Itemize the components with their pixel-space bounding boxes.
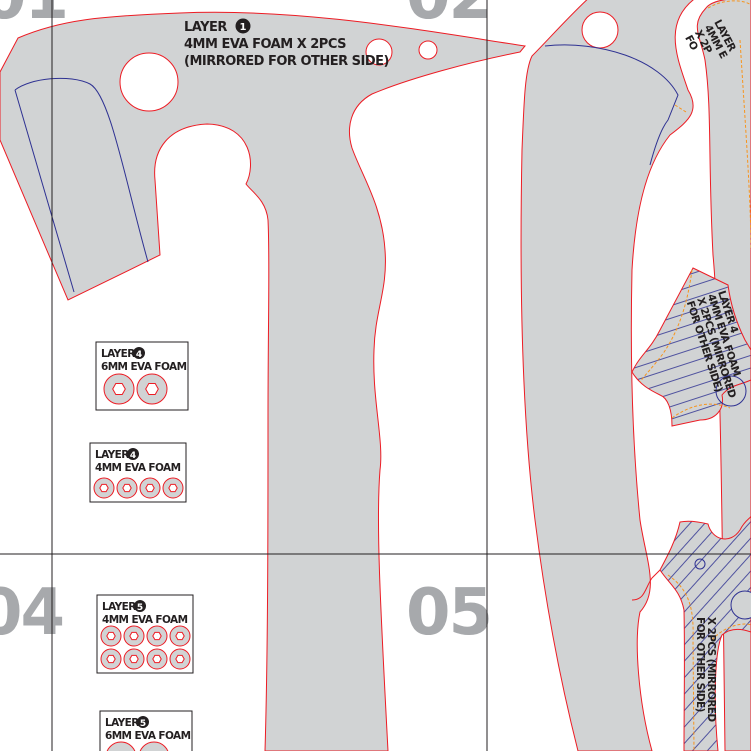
layer-badge bbox=[235, 18, 251, 34]
dashed-line bbox=[674, 104, 687, 113]
layer-badge bbox=[137, 716, 149, 728]
box-layer: LAYER bbox=[95, 449, 129, 461]
layer-badge-number: 4 bbox=[130, 451, 136, 461]
hex-hole bbox=[112, 383, 126, 395]
dashed-line bbox=[639, 269, 731, 419]
bevel-line bbox=[14, 77, 149, 263]
hex-hole bbox=[122, 483, 132, 493]
box-layer: LAYER bbox=[105, 717, 139, 729]
rivet-hole bbox=[365, 38, 393, 66]
layer-badge-number: 1 bbox=[240, 22, 247, 33]
layer-badge-number: 5 bbox=[137, 603, 143, 613]
page-number-05: 05 bbox=[406, 576, 491, 650]
bottom-right-piece: X 2PCS (MIRRORED FOR OTHER SIDE) bbox=[631, 515, 751, 751]
hex-hole bbox=[175, 631, 185, 641]
hole-mark bbox=[730, 590, 751, 620]
handle-hole bbox=[581, 11, 619, 49]
handle-piece bbox=[520, 0, 695, 751]
bevel-line-edge bbox=[14, 89, 75, 293]
box-material: 6MM EVA FOAM bbox=[101, 361, 187, 373]
box-material: 4MM EVA FOAM bbox=[95, 462, 181, 474]
box-material: 6MM EVA FOAM bbox=[105, 730, 191, 742]
washer-piece bbox=[139, 741, 169, 751]
label-note: (MIRRORED FOR OTHER SIDE) bbox=[184, 54, 389, 69]
cut-line bbox=[631, 569, 661, 601]
label-line: X 2PCS (MIRRORED bbox=[705, 617, 717, 722]
hex-hole bbox=[175, 654, 185, 664]
box-material: 4MM EVA FOAM bbox=[102, 614, 188, 626]
bottom-right-label: X 2PCS (MIRRORED FOR OTHER SIDE) bbox=[694, 617, 717, 722]
layer4-side-piece: LAYER 4 4MM EVA FOAM X 2PCS (MIRRORED FO… bbox=[631, 267, 751, 427]
layer-badge-number: 5 bbox=[140, 719, 146, 729]
hex-hole bbox=[152, 654, 162, 664]
rivet-hole-small bbox=[418, 40, 438, 60]
layer-badge bbox=[127, 448, 139, 460]
box-layer: LAYER bbox=[101, 348, 135, 360]
lanyard-hole bbox=[119, 52, 179, 112]
hex-hole bbox=[152, 631, 162, 641]
page-number-02: 02 bbox=[406, 0, 491, 34]
hex-hole bbox=[145, 383, 159, 395]
box-layer: LAYER bbox=[102, 601, 136, 613]
washer-piece bbox=[106, 741, 136, 751]
main-layer-label: LAYER 1 4MM EVA FOAM X 2PCS (MIRRORED FO… bbox=[184, 18, 390, 69]
label-layer: LAYER bbox=[184, 20, 227, 35]
layer-badge bbox=[134, 600, 146, 612]
hex-hole bbox=[145, 483, 155, 493]
label-material: 4MM EVA FOAM X 2PCS bbox=[184, 37, 346, 52]
label-line: FOR OTHER SIDE) bbox=[694, 617, 706, 712]
page-number-04: 04 bbox=[0, 576, 63, 650]
hex-hole bbox=[99, 483, 109, 493]
rivet-mark bbox=[694, 558, 706, 570]
hex-hole bbox=[106, 654, 116, 664]
rivet-mark bbox=[715, 375, 747, 407]
handle-bevel-line bbox=[544, 44, 679, 166]
hex-hole bbox=[129, 631, 139, 641]
hex-hole bbox=[168, 483, 178, 493]
hex-hole bbox=[129, 654, 139, 664]
layer-badge-number: 4 bbox=[136, 350, 142, 360]
dashed-line bbox=[667, 574, 751, 751]
layer-badge bbox=[133, 347, 145, 359]
axe-head-piece bbox=[0, 11, 526, 751]
hex-hole bbox=[106, 631, 116, 641]
